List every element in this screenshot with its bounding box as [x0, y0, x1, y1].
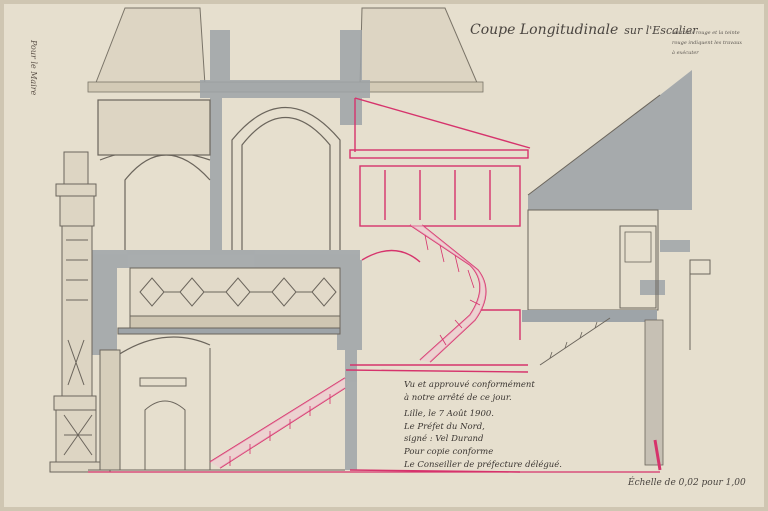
certification-line-2: à notre arrêté de ce jour. — [404, 393, 512, 403]
balustrade — [117, 267, 341, 335]
legend-note-line-1: les traits rouge et la teinte — [672, 30, 740, 36]
right-stair-steps — [549, 321, 598, 359]
certification-line-3: Lille, le 7 Août 1900. — [404, 409, 494, 419]
lower-room — [88, 348, 345, 471]
certification-line-4: Le Préfet du Nord, — [404, 422, 485, 432]
scale-label: Échelle de 0,02 pour 1,00 — [628, 478, 746, 488]
legend-note-line-2: rouge indiquent les travaux — [672, 40, 743, 46]
margin-note: Pour le Maire — [29, 40, 38, 96]
certification-line-7: Le Conseiller de préfecture délégué. — [404, 460, 563, 470]
column-lattice — [63, 239, 93, 456]
stair-red-wash — [210, 225, 486, 468]
stair-steps — [229, 234, 481, 466]
certification-line-1: Vu et approuvé conformément — [404, 380, 535, 390]
certification-line-6: Pour copie conforme — [404, 447, 494, 457]
vaults — [97, 99, 341, 356]
right-building — [522, 70, 711, 466]
red-marker — [653, 439, 662, 471]
structure-gray — [88, 30, 690, 470]
certification-line-5: signé : Vel Durand — [404, 434, 484, 444]
balustrade-pattern — [139, 277, 337, 307]
legend-note-line-3: à exécuter — [672, 50, 699, 56]
